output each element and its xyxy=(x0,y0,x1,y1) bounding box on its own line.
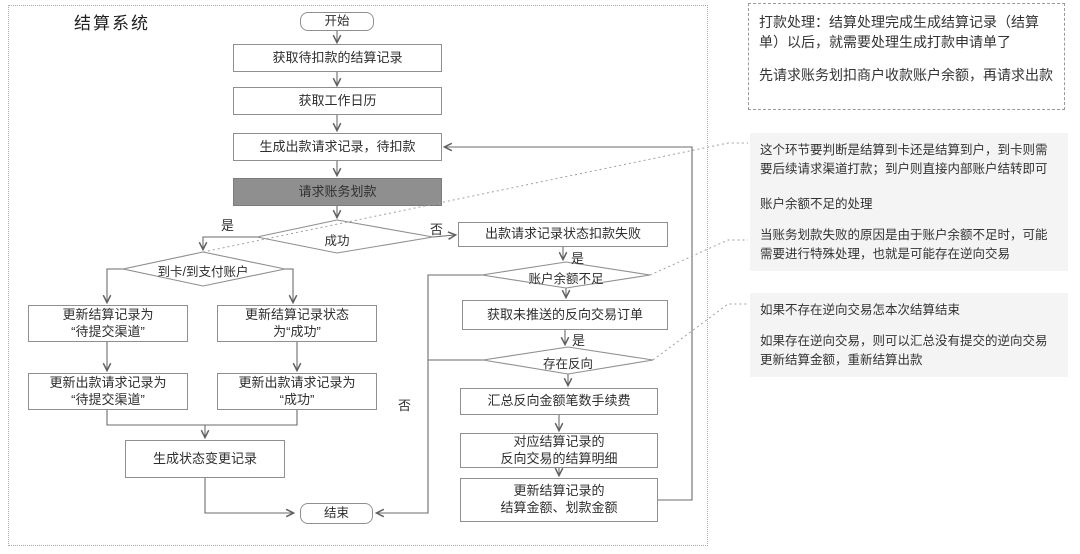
node-start: 开始 xyxy=(300,12,374,31)
node-request-transfer: 请求账务划款 xyxy=(233,178,442,206)
label-yes-reverse: 是 xyxy=(572,333,586,348)
annotation-paragraph: 当账务划款失败的原因是由于账户余额不足时，可能需要进行特殊处理，也就是可能存在逆… xyxy=(760,227,1048,261)
annotation-channel-note: 这个环节要判断是结算到卡还是结算到户，到卡则需要后续请求渠道打款；到户则直接内部… xyxy=(750,133,1068,187)
node-upd-settle-success: 更新结算记录状态 为“成功” xyxy=(217,305,377,342)
node-payout-deduct-failed: 出款请求记录状态扣款失败 xyxy=(458,222,668,247)
node-upd-settle-amounts: 更新结算记录的 结算金额、划款金额 xyxy=(460,478,658,522)
label-yes-balance: 是 xyxy=(571,251,585,266)
diagram-title: 结算系统 xyxy=(74,14,150,33)
node-sum-reverse-amount: 汇总反向金额笔数手续费 xyxy=(460,388,658,415)
label-diamond-card-or-account: 到卡/到支付账户 xyxy=(157,265,249,279)
node-upd-payout-success: 更新出款请求记录为 “成功” xyxy=(217,373,377,410)
annotation-reverse-note: 如果不存在逆向交易怎本次结算结束 如果存在逆向交易，则可以汇总没有提交的逆向交易… xyxy=(750,293,1068,378)
node-upd-payout-pending-channel: 更新出款请求记录为 “待提交渠道” xyxy=(28,373,188,410)
node-gen-payout-request: 生成出款请求记录，待扣款 xyxy=(233,133,442,161)
label-no-to-end: 否 xyxy=(398,398,412,413)
label-diamond-success: 成功 xyxy=(324,234,350,248)
annotation-paragraph: 如果存在逆向交易，则可以汇总没有提交的逆向交易更新结算金额，重新结算出款 xyxy=(760,333,1048,367)
annotation-paragraph: 打款处理：结算处理完成生成结算记录（结算单）以后，就需要处理生成打款申请单了 xyxy=(759,14,1039,51)
node-upd-settle-pending-channel: 更新结算记录为 “待提交渠道” xyxy=(28,305,188,342)
label-diamond-reverse-exists: 存在反向 xyxy=(542,357,593,371)
node-gen-status-change: 生成状态变更记录 xyxy=(125,440,285,478)
node-reverse-settle-detail: 对应结算记录的 反向交易的结算明细 xyxy=(460,433,658,468)
annotation-paragraph: 这个环节要判断是结算到卡还是结算到户，到卡则需要后续请求渠道打款；到户则直接内部… xyxy=(760,143,1048,176)
annotation-paragraph: 先请求账务划扣商户收款账户余额，再请求出款 xyxy=(759,66,1053,83)
label-yes-success: 是 xyxy=(221,218,235,233)
node-end: 结束 xyxy=(300,503,373,524)
node-get-records: 获取待扣款的结算记录 xyxy=(233,44,442,72)
annotation-paragraph: 账户余额不足的处理 xyxy=(760,197,873,211)
label-no-success: 否 xyxy=(430,222,444,237)
node-get-unpushed-reverse-orders: 获取未推送的反向交易订单 xyxy=(462,300,668,330)
node-work-calendar: 获取工作日历 xyxy=(233,87,442,115)
annotation-paragraph: 如果不存在逆向交易怎本次结算结束 xyxy=(760,303,961,317)
annotation-payment-note: 打款处理：结算处理完成生成结算记录（结算单）以后，就需要处理生成打款申请单了 先… xyxy=(748,3,1065,110)
annotation-balance-note: 账户余额不足的处理 当账务划款失败的原因是由于账户余额不足时，可能需要进行特殊处… xyxy=(750,187,1068,272)
label-diamond-balance-insufficient: 账户余额不足 xyxy=(528,272,604,286)
